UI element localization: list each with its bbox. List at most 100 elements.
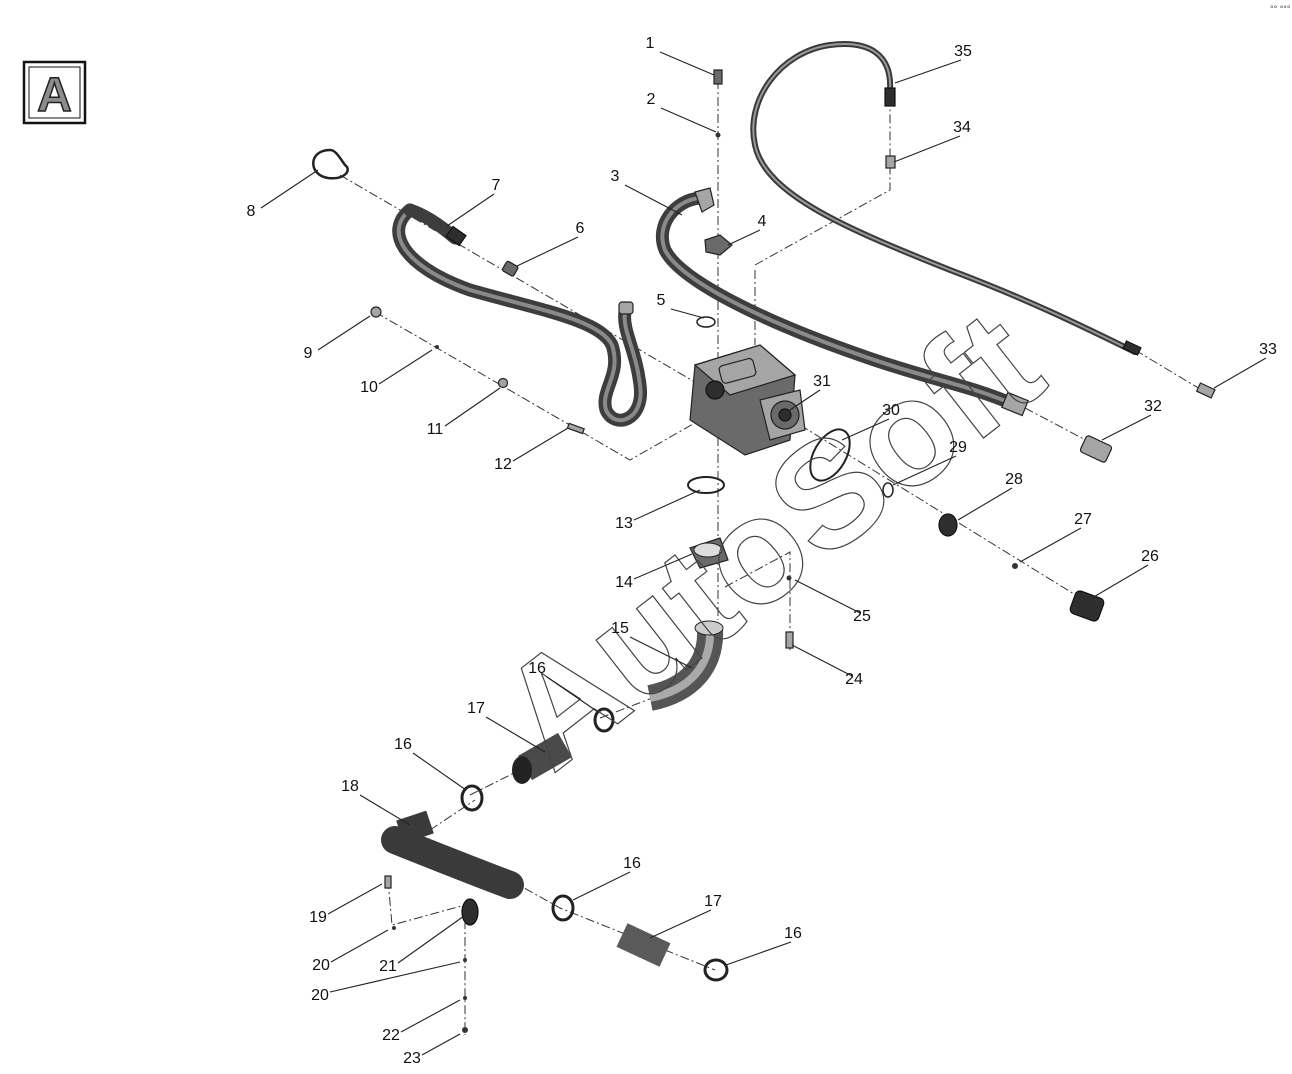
leader-line-31 bbox=[789, 389, 821, 411]
callout-22: 22 bbox=[382, 1027, 400, 1044]
part-bolt-24 bbox=[785, 631, 794, 649]
leader-line-7 bbox=[446, 193, 495, 227]
callout-11: 11 bbox=[427, 421, 444, 438]
callout-20: 20 bbox=[312, 957, 330, 974]
callout-18: 18 bbox=[341, 778, 359, 795]
view-letter: A bbox=[37, 69, 72, 122]
leader-line-23 bbox=[421, 1033, 461, 1056]
leader-line-34 bbox=[893, 135, 961, 163]
leader-line-10 bbox=[378, 349, 433, 385]
callout-20: 20 bbox=[311, 987, 329, 1004]
callout-16: 16 bbox=[528, 660, 546, 677]
callout-16: 16 bbox=[784, 925, 802, 942]
leader-line-1 bbox=[659, 51, 715, 76]
leader-line-14 bbox=[633, 553, 693, 580]
leader-line-21 bbox=[397, 915, 465, 964]
leader-line-12 bbox=[512, 427, 569, 462]
callout-1: 1 bbox=[646, 35, 655, 52]
callout-32: 32 bbox=[1144, 398, 1162, 415]
part-hose-17a bbox=[512, 732, 572, 784]
part-clamp-16d bbox=[703, 958, 729, 982]
callout-21: 21 bbox=[379, 958, 397, 975]
part-washer-25 bbox=[786, 575, 792, 581]
part-nut-11 bbox=[497, 377, 509, 389]
callout-19: 19 bbox=[309, 909, 327, 926]
part-oring-5 bbox=[696, 316, 716, 328]
part-bolt-19 bbox=[384, 875, 392, 889]
leader-line-5 bbox=[670, 308, 705, 319]
leader-line-3 bbox=[624, 184, 683, 216]
part-flange-14 bbox=[689, 537, 729, 569]
part-bracket-21 bbox=[461, 898, 479, 926]
leader-line-16 bbox=[546, 676, 599, 713]
part-line-35 bbox=[750, 41, 1142, 356]
leader-line-16 bbox=[572, 871, 631, 901]
leader-line-11 bbox=[444, 387, 501, 427]
part-hose-17b bbox=[616, 923, 671, 967]
part-nut-6 bbox=[501, 260, 519, 277]
leader-line-24 bbox=[791, 644, 853, 677]
part-elbow-15 bbox=[646, 620, 724, 711]
callout-35: 35 bbox=[954, 43, 972, 60]
leader-line-19 bbox=[327, 883, 383, 915]
leader-line-16 bbox=[412, 752, 467, 791]
callout-8: 8 bbox=[247, 203, 256, 220]
part-bolt-1 bbox=[713, 69, 723, 85]
leader-line-17 bbox=[649, 909, 712, 939]
callout-31: 31 bbox=[813, 373, 831, 390]
leader-line-25 bbox=[794, 579, 861, 614]
leader-line-27 bbox=[1019, 527, 1082, 563]
callout-27: 27 bbox=[1074, 511, 1092, 528]
leader-line-16 bbox=[725, 941, 792, 966]
leader-line-28 bbox=[957, 487, 1013, 521]
leader-line-6 bbox=[516, 236, 579, 267]
leader-line-22 bbox=[400, 999, 461, 1033]
callout-25: 25 bbox=[853, 608, 871, 625]
callout-26: 26 bbox=[1141, 548, 1159, 565]
leader-line-8 bbox=[260, 169, 319, 209]
part-oring-13 bbox=[687, 476, 725, 494]
leader-line-32 bbox=[1101, 414, 1152, 441]
callout-5: 5 bbox=[657, 292, 666, 309]
leader-line-26 bbox=[1091, 564, 1149, 599]
callout-16: 16 bbox=[394, 736, 412, 753]
callout-15: 15 bbox=[611, 620, 629, 637]
callout-3: 3 bbox=[611, 168, 620, 185]
part-cap-26 bbox=[1069, 590, 1105, 622]
part-pin-12 bbox=[566, 422, 585, 435]
callout-17: 17 bbox=[704, 893, 722, 910]
callout-2: 2 bbox=[647, 91, 656, 108]
callout-30: 30 bbox=[882, 402, 900, 419]
callout-33: 33 bbox=[1259, 341, 1277, 358]
part-tube-18 bbox=[381, 810, 524, 899]
part-fitting-33 bbox=[1195, 382, 1216, 399]
callout-17: 17 bbox=[467, 700, 485, 717]
corner-mark: °° °°° bbox=[1270, 4, 1291, 14]
leader-line-20 bbox=[329, 961, 461, 993]
part-pump-31 bbox=[689, 344, 806, 456]
leader-line-2 bbox=[660, 107, 717, 133]
part-tie-8 bbox=[312, 148, 349, 180]
callout-29: 29 bbox=[949, 439, 967, 456]
callout-28: 28 bbox=[1005, 471, 1023, 488]
part-washer-20b bbox=[463, 958, 467, 962]
leader-line-4 bbox=[727, 229, 761, 246]
callout-6: 6 bbox=[576, 220, 585, 237]
callout-14: 14 bbox=[615, 574, 633, 591]
leader-line-13 bbox=[633, 489, 701, 521]
part-oring-30 bbox=[809, 428, 851, 482]
callout-13: 13 bbox=[615, 515, 633, 532]
leader-lines bbox=[260, 51, 1267, 1056]
part-washer-2 bbox=[715, 132, 721, 138]
leader-line-20 bbox=[330, 929, 389, 963]
leader-line-33 bbox=[1213, 357, 1267, 389]
callout-23: 23 bbox=[403, 1050, 421, 1067]
part-fitting-34 bbox=[885, 155, 896, 169]
callout-7: 7 bbox=[492, 177, 501, 194]
callout-10: 10 bbox=[360, 379, 378, 396]
part-washer-27 bbox=[1012, 563, 1018, 569]
view-letter-box: A bbox=[22, 60, 87, 125]
leader-line-9 bbox=[317, 315, 371, 351]
